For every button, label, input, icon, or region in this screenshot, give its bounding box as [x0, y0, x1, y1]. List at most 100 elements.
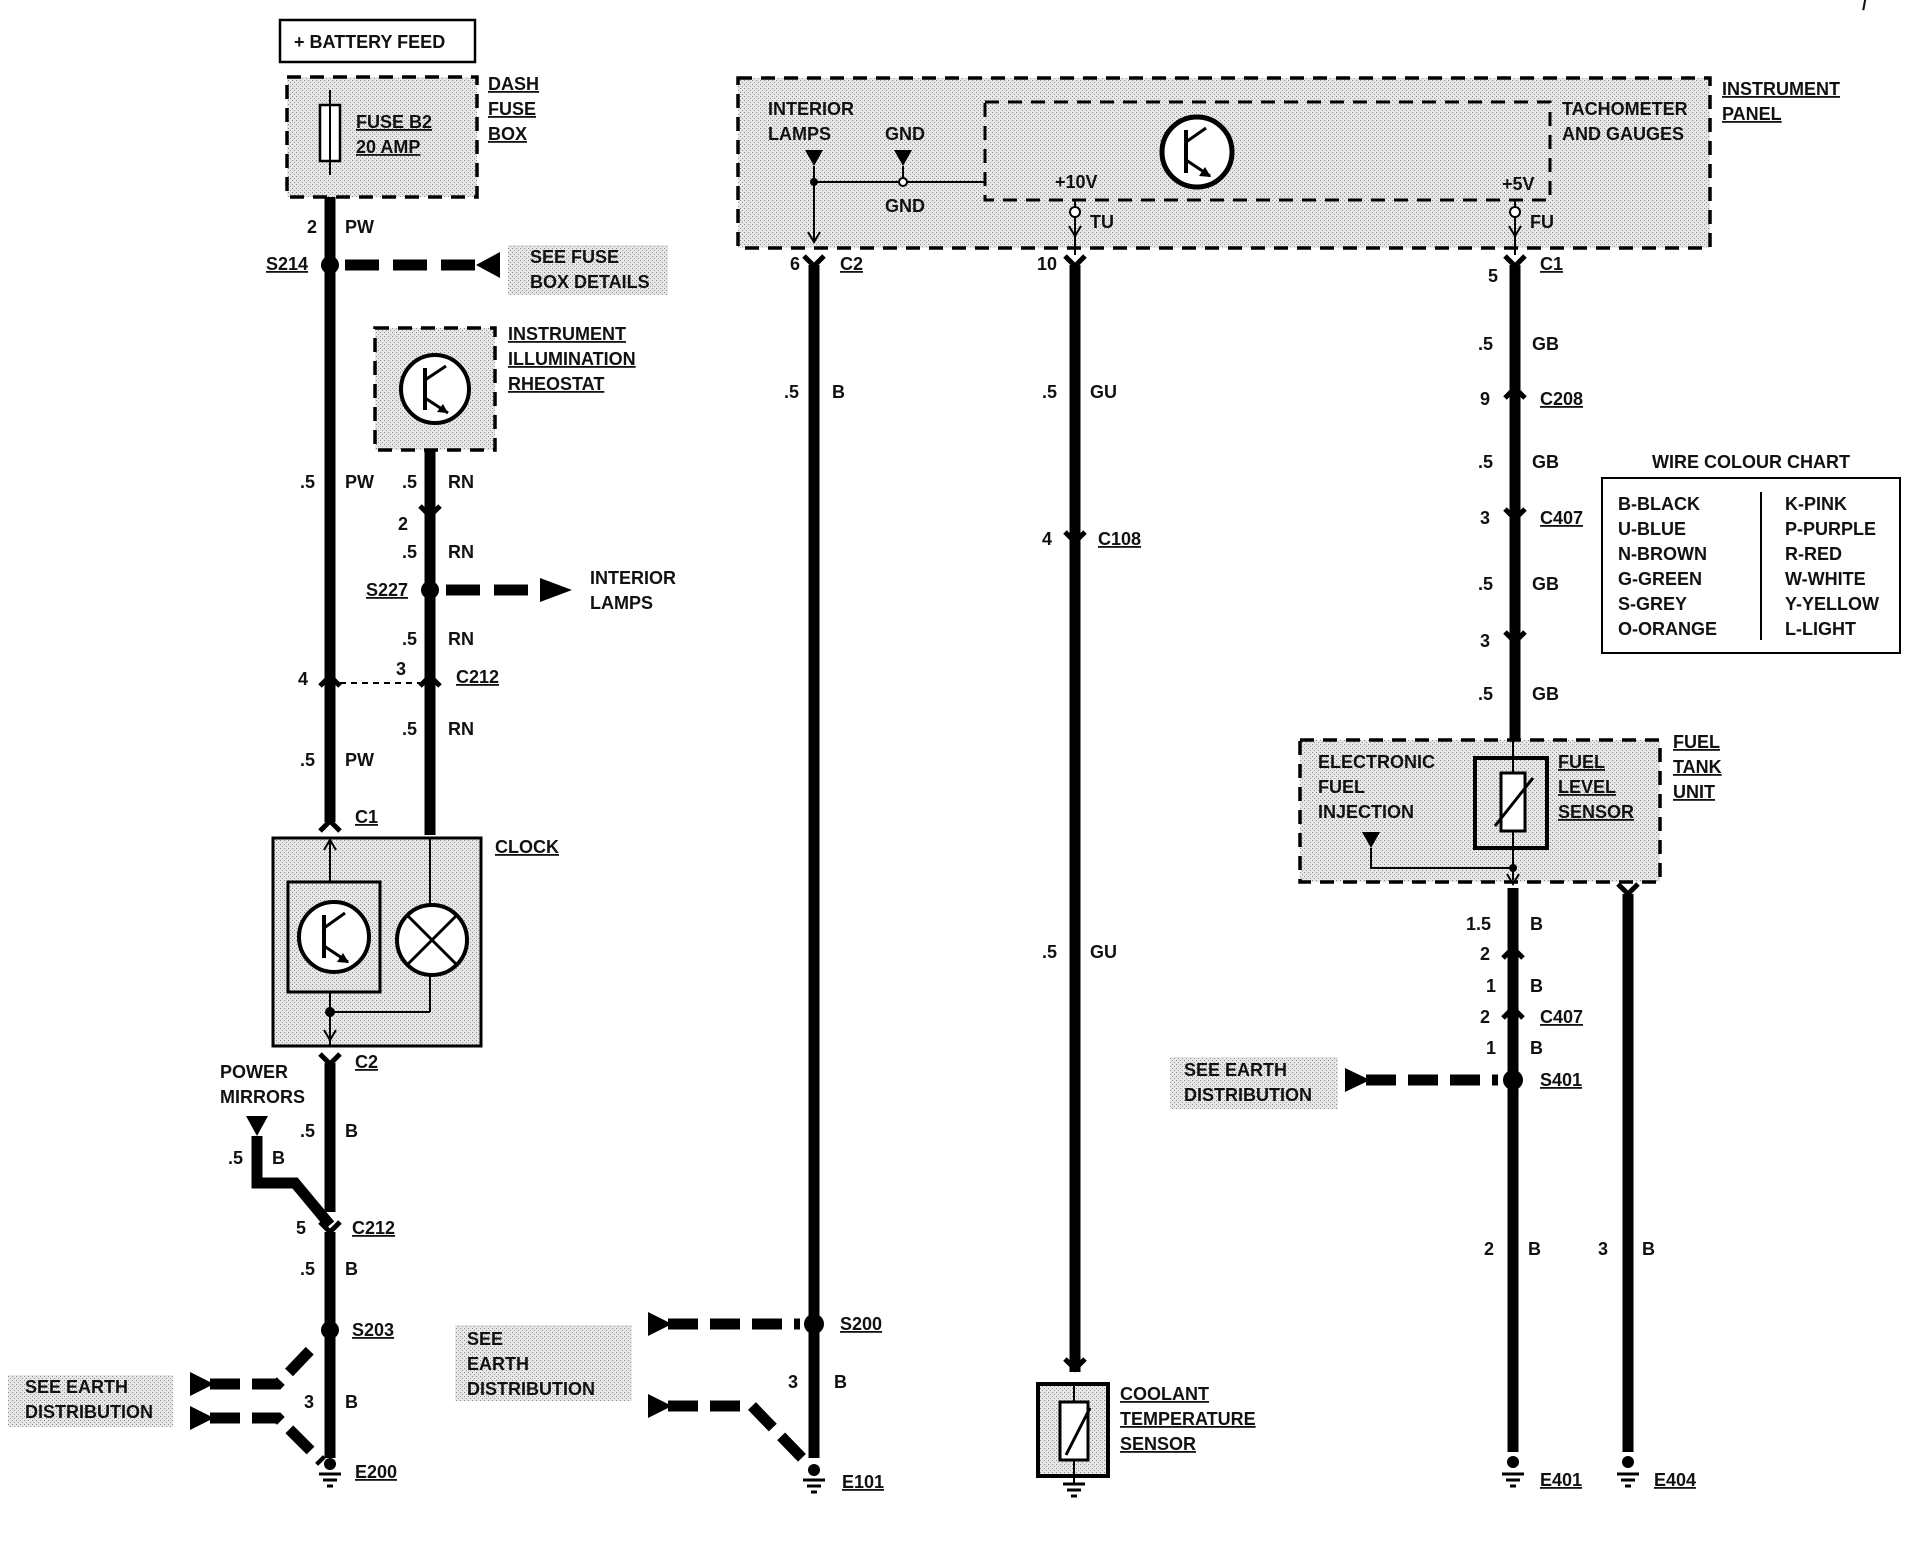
wire-b-color: B: [832, 382, 845, 402]
dash-fuse-box-label-2: FUSE: [488, 99, 536, 119]
ground-e101-icon: [801, 1478, 827, 1494]
wire-b-size: .5: [784, 382, 799, 402]
ground-e200-icon: [317, 1472, 343, 1488]
wire-b3-right-size: 1: [1486, 1038, 1496, 1058]
c407-pin: 3: [1480, 508, 1490, 528]
wire-b-e101-pin: 3: [788, 1372, 798, 1392]
splice-s214-label: S214: [266, 254, 308, 274]
clock-c2: C2: [355, 1052, 378, 1072]
wire-gu1-color: GU: [1090, 382, 1117, 402]
dash-fuse-box-label-3: BOX: [488, 124, 527, 144]
see-earth-left-1: SEE EARTH: [25, 1377, 128, 1397]
c212-pin-4: 4: [298, 669, 308, 689]
ip-interior-lamps-1: INTERIOR: [768, 99, 854, 119]
c407b-pin: 2: [1480, 1007, 1490, 1027]
see-fuse-box-2: BOX DETAILS: [530, 272, 650, 292]
ground-e401-icon: [1500, 1472, 1526, 1488]
wire-pw3-color: PW: [345, 750, 374, 770]
ip-gnd-bottom: GND: [885, 196, 925, 216]
wire-b3-color: B: [345, 1259, 358, 1279]
wire-b1-size: .5: [300, 1121, 315, 1141]
wire-rn4-size: .5: [402, 719, 417, 739]
colour-right-1: P-PURPLE: [1785, 519, 1876, 539]
c1-pin-5: 5: [1488, 266, 1498, 286]
splice-s203-label: S203: [352, 1320, 394, 1340]
colour-left-3: G-GREEN: [1618, 569, 1702, 589]
wire-gb4-color: GB: [1532, 684, 1559, 704]
rheostat-label-1: INSTRUMENT: [508, 324, 626, 344]
ip-fu: FU: [1530, 212, 1554, 232]
see-earth-right-2: DISTRIBUTION: [1184, 1085, 1312, 1105]
wire-rn2-size: .5: [402, 542, 417, 562]
wire-b1-color: B: [345, 1121, 358, 1141]
colour-right-2: R-RED: [1785, 544, 1842, 564]
tachometer-box: [983, 100, 1552, 202]
splice-s401: [1503, 1070, 1523, 1090]
see-fuse-box-note: [508, 245, 668, 295]
c208-pin: 9: [1480, 389, 1490, 409]
c108-pin: 4: [1042, 529, 1052, 549]
interior-lamps-2: LAMPS: [590, 593, 653, 613]
battery-feed-box: [278, 18, 477, 64]
ip-gnd-top: GND: [885, 124, 925, 144]
see-earth-mid-2: EARTH: [467, 1354, 529, 1374]
wire-rn1-color: RN: [448, 472, 474, 492]
ground-e200: E200: [355, 1462, 397, 1482]
pin-2a: 2: [1480, 944, 1490, 964]
ip-plus10: +10V: [1055, 172, 1098, 192]
splice-s203: [321, 1321, 339, 1339]
colour-chart-right: K-PINK P-PURPLE R-RED W-WHITE Y-YELLOW L…: [1785, 494, 1879, 639]
colour-right-3: W-WHITE: [1785, 569, 1866, 589]
clock-label: CLOCK: [495, 837, 559, 857]
fuel-tank-unit-box: [1298, 738, 1662, 884]
ground-e101: E101: [842, 1472, 884, 1492]
wire-b3-right-color: B: [1530, 1038, 1543, 1058]
coolant-ground-icon: [1061, 1482, 1087, 1498]
see-fuse-box-1: SEE FUSE: [530, 247, 619, 267]
power-mirrors-connector: [246, 1116, 268, 1136]
see-earth-note-left: [8, 1375, 173, 1427]
wire-gu2-size: .5: [1042, 942, 1057, 962]
wire-b4-color: B: [345, 1392, 358, 1412]
clock-transistor-icon: [297, 900, 371, 974]
colour-right-5: L-LIGHT: [1785, 619, 1856, 639]
ground-e404-icon: [1615, 1472, 1641, 1488]
fuel-tank-3: UNIT: [1673, 782, 1715, 802]
fuel-level-1: FUEL: [1558, 752, 1605, 772]
wire-gb1-size: .5: [1478, 334, 1493, 354]
splice-s227: [421, 581, 439, 599]
colour-left-4: S-GREY: [1618, 594, 1687, 614]
splice-s401-label: S401: [1540, 1070, 1582, 1090]
rheostat-label-3: RHEOSTAT: [508, 374, 604, 394]
splice-s200: [804, 1314, 824, 1334]
c2-pin-6: 6: [790, 254, 800, 274]
colour-left-2: N-BROWN: [1618, 544, 1707, 564]
wire-pw-color: PW: [345, 217, 374, 237]
see-earth-mid-3: DISTRIBUTION: [467, 1379, 595, 1399]
ground-e404: E404: [1654, 1470, 1696, 1490]
pin-3-right: 3: [1480, 631, 1490, 651]
fuel-level-2: LEVEL: [1558, 777, 1616, 797]
wire-pw2-size: .5: [300, 472, 315, 492]
gauge-transistor-icon: [1159, 114, 1235, 190]
wire-gu1-size: .5: [1042, 382, 1057, 402]
transistor-icon: [399, 353, 471, 425]
fuel-level-3: SENSOR: [1558, 802, 1634, 822]
c212b-label: C212: [352, 1218, 395, 1238]
wire-b4-pin: 3: [304, 1392, 314, 1412]
wire-b4-right-pin: 2: [1484, 1239, 1494, 1259]
instrument-panel-1: INSTRUMENT: [1722, 79, 1840, 99]
dash-fuse-box-label-1: DASH: [488, 74, 539, 94]
wire-b1-right-color: B: [1530, 914, 1543, 934]
dash-fuse-box: [285, 75, 479, 199]
interior-lamps-1: INTERIOR: [590, 568, 676, 588]
coolant-label-2: TEMPERATURE: [1120, 1409, 1256, 1429]
wire-b2-right-color: B: [1530, 976, 1543, 996]
efi-1: ELECTRONIC: [1318, 752, 1435, 772]
fuel-tank-2: TANK: [1673, 757, 1722, 777]
power-mirrors-2: MIRRORS: [220, 1087, 305, 1107]
coolant-sensor-icon: [1058, 1400, 1090, 1462]
wire-rn4-color: RN: [448, 719, 474, 739]
colour-left-5: O-ORANGE: [1618, 619, 1717, 639]
